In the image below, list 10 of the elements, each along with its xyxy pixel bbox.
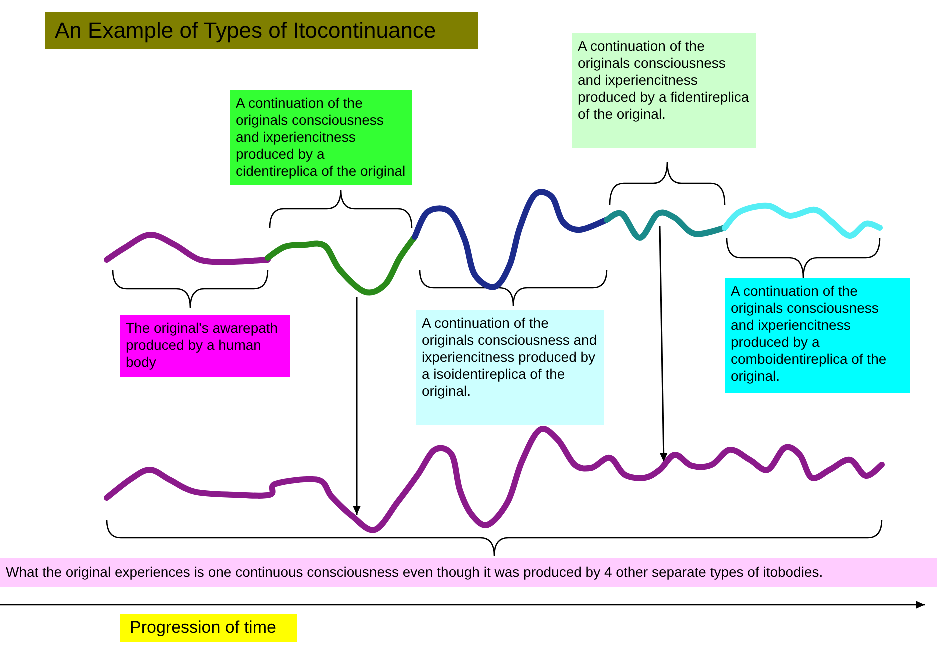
time-label: Progression of time	[120, 614, 297, 642]
text-box: A continuation of the originals consciousness and ixperiencitness produced by a comboidentireplica of the original.	[725, 278, 910, 393]
arrow	[353, 296, 361, 516]
text-box: A continuation of the originals consciousness and ixperiencitness produced by a fidentireplica of the original.	[572, 33, 756, 148]
text-box: A continuation of the originals consciousness and ixperiencitness produced by a cidentireplica of the original	[230, 90, 412, 185]
arrow	[659, 226, 668, 462]
text-box: The original's awarepath produced by a human body	[120, 315, 290, 377]
note-band: What the original experiences is one continuous consciousness even though it was produced by 4 other separate types of itobodies.	[0, 558, 937, 587]
text-box: A continuation of the originals consciousness and ixperiencitness produced by a isoidentireplica of the original.	[416, 310, 604, 425]
title-banner: An Example of Types of Itocontinuance	[45, 12, 478, 49]
